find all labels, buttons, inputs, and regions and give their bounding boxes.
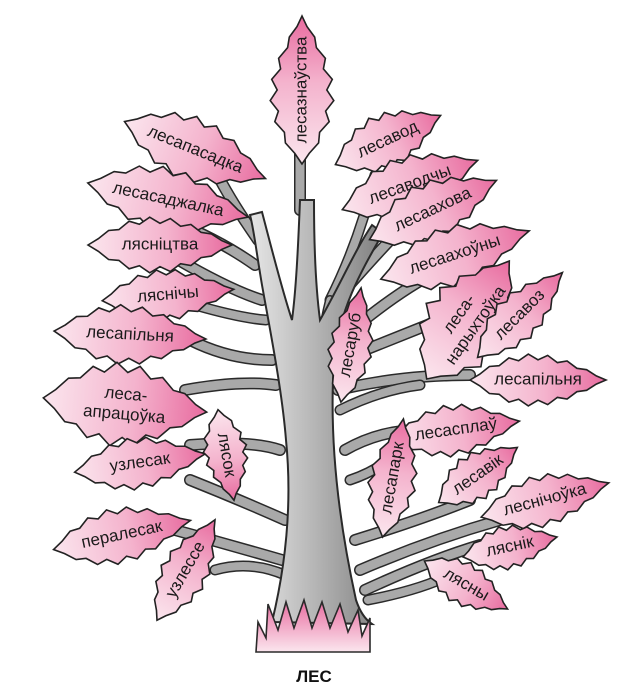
root-word: ЛЕС xyxy=(296,667,332,686)
leaf-word: лесазнаўства xyxy=(291,36,310,143)
leaf-word: леса- xyxy=(104,383,148,406)
leaf: лесазнаўства xyxy=(270,16,334,164)
leaf: леса-апрацоўка xyxy=(40,356,211,454)
leaf-word: лесапільня xyxy=(494,369,582,388)
leaf: лесапільня xyxy=(470,354,606,406)
leaf-word: лясніцтва xyxy=(122,234,199,253)
leaf: лясніцтва xyxy=(88,217,232,273)
